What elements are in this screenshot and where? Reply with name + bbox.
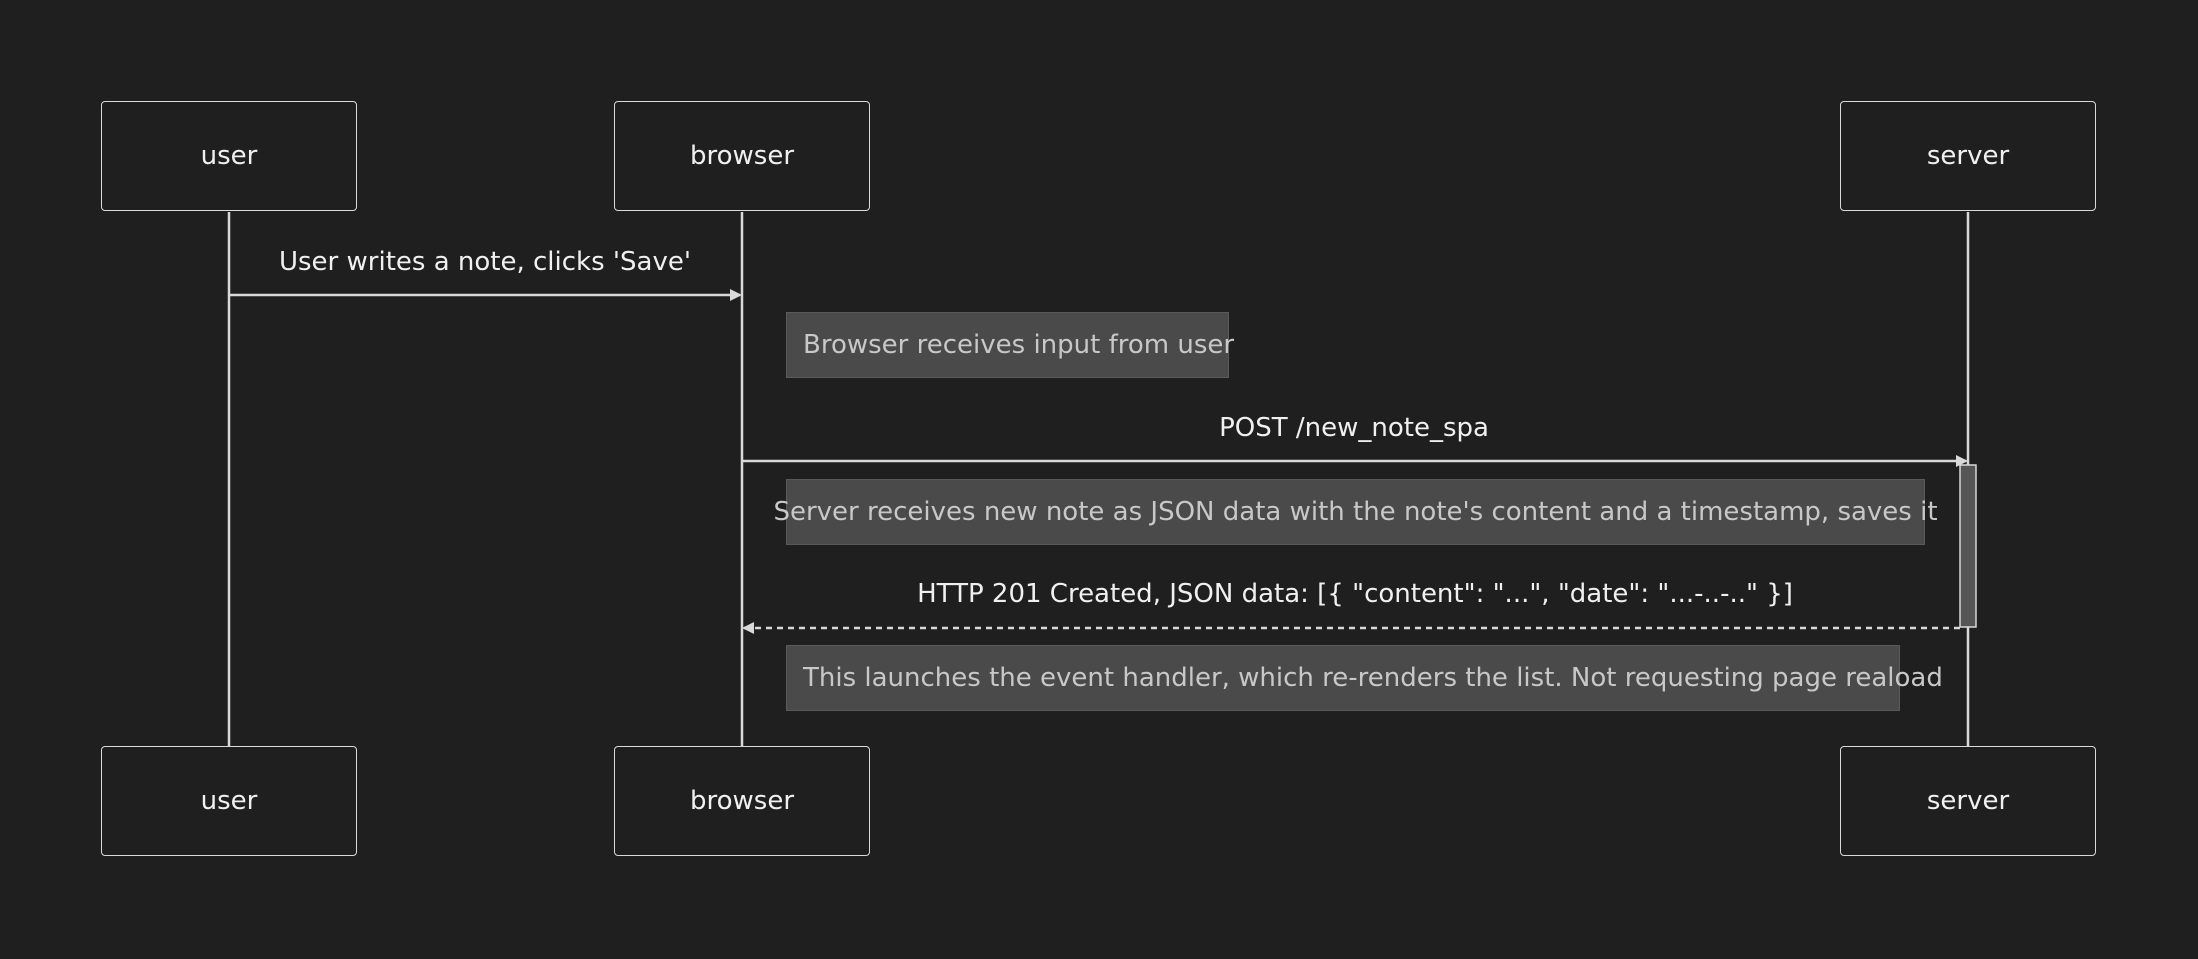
actor-user-bottom-label: user <box>200 786 258 816</box>
actor-user-top: user <box>101 101 357 211</box>
actor-server-bottom: server <box>1840 746 2096 856</box>
actor-browser-top: browser <box>614 101 870 211</box>
actor-server-top: server <box>1840 101 2096 211</box>
actor-user-bottom: user <box>101 746 357 856</box>
actor-server-top-label: server <box>1926 141 2010 171</box>
server-activation-bar <box>1959 464 1977 628</box>
actor-browser-top-label: browser <box>689 141 795 171</box>
note-server-receives-note: Server receives new note as JSON data wi… <box>773 479 1938 545</box>
note-browser-receives-input: Browser receives input from user <box>786 312 1234 378</box>
note-event-handler: This launches the event handler, which r… <box>786 645 1943 711</box>
message-label-save: User writes a note, clicks 'Save' <box>278 247 692 277</box>
actor-browser-bottom: browser <box>614 746 870 856</box>
actor-user-top-label: user <box>200 141 258 171</box>
message-label-http-201: HTTP 201 Created, JSON data: [{ "content… <box>917 579 1793 609</box>
message-label-post: POST /new_note_spa <box>1219 413 1489 443</box>
actor-server-bottom-label: server <box>1926 786 2010 816</box>
actor-browser-bottom-label: browser <box>689 786 795 816</box>
